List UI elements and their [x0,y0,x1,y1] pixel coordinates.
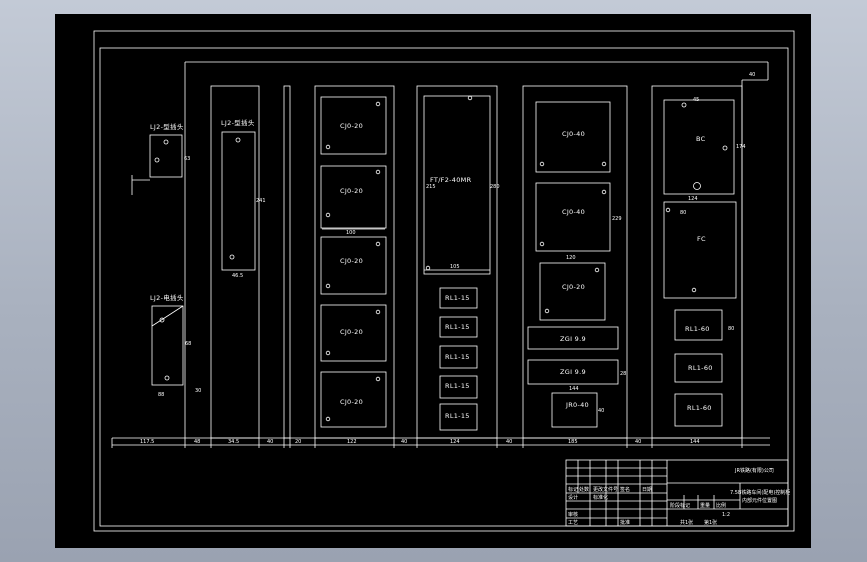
dim-col4-small: 40 [598,408,604,414]
dim-col5-small: 80 [728,326,734,332]
column-4: CJ0-40 CJ0-40 CJ0-20 120 229 ZGI 9.9 ZGI… [522,85,628,439]
dim-bottom-8: 124 [450,439,460,445]
column-3: FT/F2-40MR 105 215 280 RL1-15 RL1-15 RL1… [416,85,500,439]
dim-col5-side: 174 [736,144,746,150]
bottom-dimension-chain: 117.5 48 34.5 40 20 122 40 124 40 185 40… [111,438,770,448]
tb-role-standard: 标准化 [593,494,608,501]
left-plug-top-label: LJ2-型插头 [150,122,184,131]
dim-col5-mid-r: 80 [680,210,686,216]
left-plug-bottom: LJ2-电插头 68 88 [150,293,191,398]
col5-top-device: BC [696,135,706,143]
dim-bottom-9: 40 [506,439,512,445]
col3-relay-5: RL1-15 [445,412,470,420]
tb-scale: 1:2 [722,512,730,518]
col5-relay-3: RL1-60 [687,404,712,412]
dim-col4-bar-side: 28 [620,371,626,377]
column-5: BC 174 45 FC 124 80 RL1-60 RL1-60 RL1-60… [651,85,746,439]
title-block: JR铁路(有限)公司 7.5B铁路车间(配电)控制柜 内部元件位置图 标记 处数… [565,459,790,527]
dim-col2-width: 100 [346,230,356,236]
dim-bottom-7: 40 [401,439,407,445]
col3-main-label: FT/F2-40MR [430,176,472,184]
col4-bar-1: ZGI 9.9 [560,335,586,343]
col4-module-2: CJ0-40 [562,208,585,216]
dim-left-bottom-w: 88 [158,392,164,398]
dim-misc-right: 30 [195,388,201,394]
col3-relay-2: RL1-15 [445,323,470,331]
col3-relay-4: RL1-15 [445,382,470,390]
dim-col1-width: 46.5 [232,273,243,279]
dim-col5-width: 124 [688,196,698,202]
dim-bottom-5: 20 [295,439,301,445]
tb-row-2: 处数 [579,486,589,493]
tb-sheets: 共1张 [680,519,693,526]
dim-bottom-2: 48 [194,439,200,445]
col3-relay-3: RL1-15 [445,353,470,361]
col5-relay-2: RL1-60 [688,364,713,372]
col2-module-2: CJ0-20 [340,187,363,195]
col1-label: LJ2-型插头 [221,118,255,127]
tb-stage-2: 重量 [700,502,710,509]
tb-sheet-no: 第1张 [704,519,717,526]
tb-row-1: 标记 [568,486,578,493]
tb-row-3: 更改文件号 [593,486,618,493]
dim-misc-top: 40 [749,72,755,78]
dim-bottom-6: 122 [347,439,357,445]
outer-border [93,30,795,532]
col2-module-5: CJ0-20 [340,398,363,406]
dim-col1-height: 241 [256,198,266,204]
tb-drawing-title: 7.5B铁路车间(配电)控制柜 [730,489,790,496]
dim-col3-side: 215 [426,184,436,190]
dim-bottom-12: 144 [690,439,700,445]
dim-col4-width1: 120 [566,255,576,261]
dim-bottom-4: 40 [267,439,273,445]
tb-role-approve: 工艺 [568,520,578,526]
col2-module-3: CJ0-20 [340,257,363,265]
tb-stage-3: 比例 [716,502,726,509]
dim-left-bottom-h: 68 [185,341,191,347]
col5-relay-1: RL1-60 [685,325,710,333]
dim-bottom-1: 117.5 [140,439,154,445]
dim-col4-width2: 144 [569,386,579,392]
col4-module-3: CJ0-20 [562,283,585,291]
column-1: LJ2-型插头 46.5 241 [210,85,266,439]
dim-col5-top-r: 45 [693,97,699,103]
column-2: CJ0-20 CJ0-20 CJ0-20 CJ0-20 CJ0-20 100 [314,85,395,439]
dim-left-top-h: 63 [184,156,190,162]
tb-drawing-subtitle: 内部元件位置图 [742,497,777,504]
col4-module-1: CJ0-40 [562,130,585,138]
dim-col4-side: 229 [612,216,622,222]
col4-bottom-device: JR0-40 [565,401,589,409]
dim-bottom-11: 40 [635,439,641,445]
dim-bottom-3: 34.5 [228,439,239,445]
tb-stage-1: 阶段标记 [670,502,690,509]
tb-row-5: 日期 [642,487,652,493]
left-plug-bottom-label: LJ2-电插头 [150,293,184,302]
dim-col3-height: 280 [490,184,500,190]
tb-row-4: 签名 [620,486,630,493]
narrow-rail [283,85,291,439]
col4-bar-2: ZGI 9.9 [560,368,586,376]
tb-approve: 批准 [620,519,630,526]
tb-role-designer: 设计 [568,494,578,501]
inner-border [99,47,789,527]
left-plug-top: LJ2-型插头 63 [131,122,190,195]
col2-module-4: CJ0-20 [340,328,363,336]
col3-relay-1: RL1-15 [445,294,470,302]
col2-module-1: CJ0-20 [340,122,363,130]
dim-bottom-10: 185 [568,439,578,445]
cad-drawing-sheet: LJ2-型插头 63 LJ2-电插头 68 88 LJ2-型插头 46.5 24… [55,14,811,548]
tb-company: JR铁路(有限)公司 [734,467,774,474]
tb-role-check: 审核 [568,511,578,518]
dim-col3-width: 105 [450,264,460,270]
col5-mid-device: FC [697,235,706,243]
